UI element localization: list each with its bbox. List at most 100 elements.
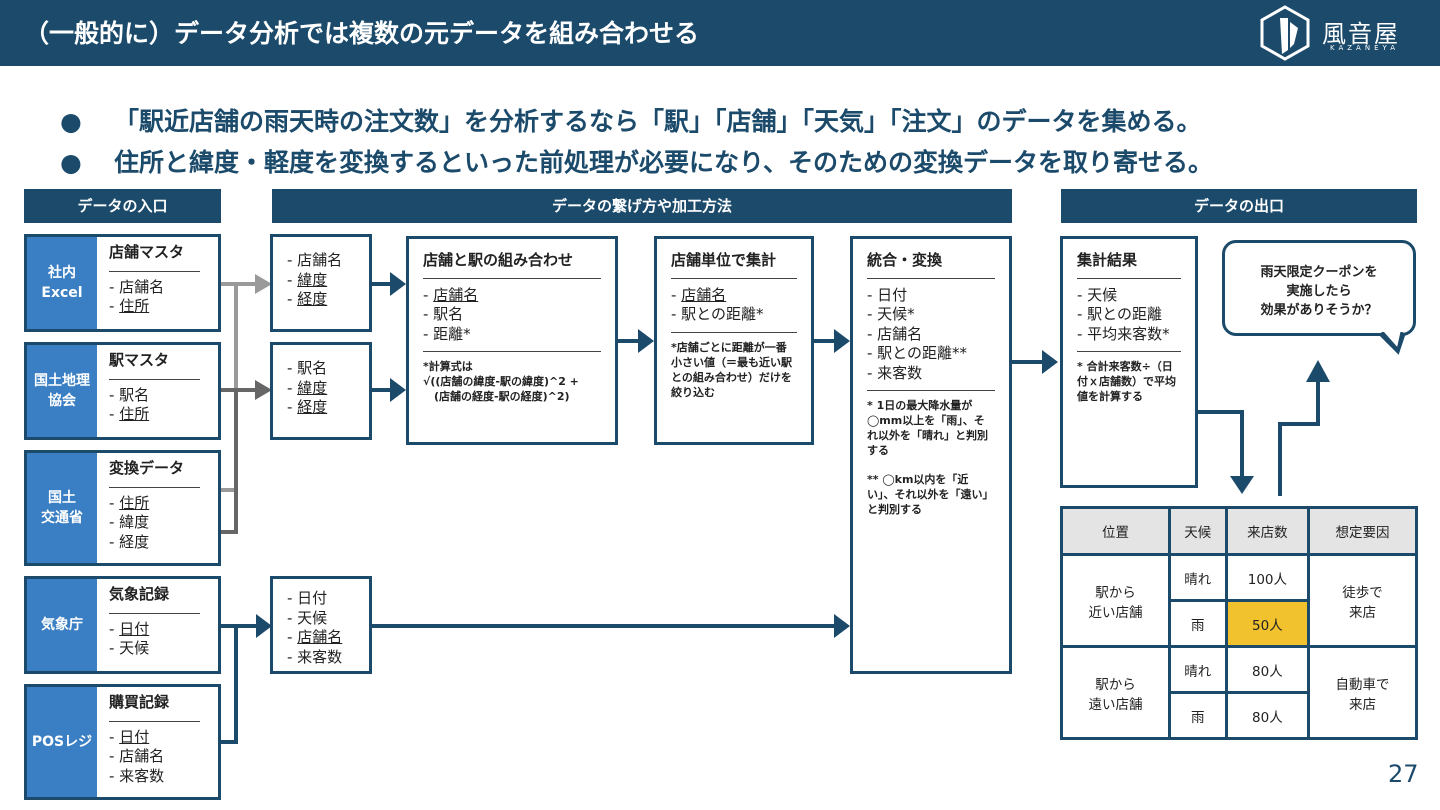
process-title: 統合・変換 xyxy=(867,251,943,269)
process-note: *計算式は√((店舗の緯度-駅の緯度)^2 + (店舗の経度-駅の経度)^2) xyxy=(423,360,579,403)
field: - 経度 xyxy=(109,532,150,551)
field: - 駅名 xyxy=(423,305,464,323)
header-bar xyxy=(0,0,1440,66)
weather-pos-connector xyxy=(221,614,272,744)
page-number: 27 xyxy=(1388,760,1419,788)
header-factor: 想定要因 xyxy=(1307,506,1418,556)
process-combination: 店舗と駅の組み合わせ - 店舗名 - 駅名 - 距離* *計算式は√((店舗の緯… xyxy=(406,236,618,445)
bullet-dot: ● xyxy=(60,107,82,136)
table-header-row: 位置 天候 来店数 想定要因 xyxy=(1060,506,1418,556)
result-box: 集計結果 - 天候 - 駅との距離 - 平均来客数* * 合計来客数÷（日付ｘ店… xyxy=(1060,236,1198,488)
field: - 駅との距離 xyxy=(1077,305,1163,323)
process-merge: 統合・変換 - 日付 - 天候* - 店舗名 - 駅との距離** - 来客数 *… xyxy=(850,236,1012,674)
field: - 日付 xyxy=(109,619,150,638)
source-geo-association: 国土地理協会 駅マスタ - 駅名 - 住所 xyxy=(24,342,221,440)
intermediate-store: - 店舗名 - 緯度 - 経度 xyxy=(270,234,372,332)
source-title: 駅マスタ xyxy=(109,351,170,369)
cell-factor: 自動車で来店 xyxy=(1307,645,1418,740)
field: - 店舗名 xyxy=(287,628,343,646)
result-title: 集計結果 xyxy=(1077,251,1138,269)
logo-subtext: KAZANEYA xyxy=(1330,44,1400,52)
field: - 日付 xyxy=(109,727,150,746)
source-mlit: 国土交通省 変換データ - 住所 - 緯度 - 経度 xyxy=(24,450,221,566)
field: - 店舗名 xyxy=(423,285,479,304)
cell-weather: 雨 xyxy=(1167,599,1228,648)
field: - 駅名 xyxy=(109,385,150,404)
source-title: 購買記録 xyxy=(109,693,170,711)
bullet-text: 「駅近店舗の雨天時の注文数」を分析するなら「駅」「店舗」「天気」「注文」のデータ… xyxy=(114,107,1202,136)
field: - 天候 xyxy=(287,608,328,627)
source-label: 国土地理協会 xyxy=(27,345,97,437)
intermediate-visits: - 日付 - 天候 - 店舗名 - 来客数 xyxy=(270,576,372,674)
cell-weather: 晴れ xyxy=(1167,645,1228,694)
process-title: 店舗と駅の組み合わせ xyxy=(423,251,574,269)
cell-count: 80人 xyxy=(1224,691,1311,740)
field: - 住所 xyxy=(109,405,150,423)
cell-count: 80人 xyxy=(1224,645,1311,694)
process-aggregate: 店舗単位で集計 - 店舗名 - 駅との距離* *店舗ごとに距離が一番小さい値（＝… xyxy=(654,236,814,445)
table-row: 雨 50人 xyxy=(1062,599,1417,648)
header-visits: 来店数 xyxy=(1224,506,1311,556)
kazaneya-logo-icon xyxy=(1260,5,1310,61)
result-note: * 合計来客数÷（日付ｘ店舗数）で平均値を計算する xyxy=(1077,360,1176,403)
store-latlng-connector xyxy=(221,274,272,492)
field: - 駅との距離** xyxy=(867,344,968,362)
field: - 日付 xyxy=(287,589,328,607)
bullet-text: 住所と緯度・軽度を変換するといった前処理が必要になり、そのための変換データを取り… xyxy=(114,148,1214,177)
cell-position: 駅から近い店舗 xyxy=(1060,553,1171,648)
source-jma: 気象庁 気象記録 - 日付 - 天候 xyxy=(24,576,221,674)
field: - 駅名 xyxy=(287,359,328,377)
bullet-dot: ● xyxy=(60,148,82,177)
field: - 店舗名 xyxy=(287,251,343,269)
field: - 住所 xyxy=(109,297,150,315)
source-label: POSレジ xyxy=(27,687,97,797)
result-table: 位置 天候 来店数 想定要因 駅から近い店舗 晴れ 100人 徒歩で来店 雨 5… xyxy=(1060,506,1418,740)
field: - 住所 xyxy=(109,493,150,512)
bullet-2: ● 住所と緯度・軽度を変換するといった前処理が必要になり、そのための変換データを取… xyxy=(60,143,1213,179)
field: - 店舗名 xyxy=(109,747,165,765)
field: - 日付 xyxy=(867,285,908,304)
field: - 駅との距離* xyxy=(671,305,764,323)
cell-count: 100人 xyxy=(1224,553,1311,602)
question-bubble: 雨天限定クーポンを実施したら効果がありそうか？ xyxy=(1222,240,1416,336)
field: - 天候 xyxy=(1077,285,1118,304)
station-latlng-connector xyxy=(221,380,272,534)
source-title: 気象記録 xyxy=(109,585,170,603)
header-position: 位置 xyxy=(1060,506,1171,556)
field: - 経度 xyxy=(287,398,328,416)
field: - 店舗名 xyxy=(109,277,165,296)
field: - 天候 xyxy=(109,639,150,657)
logo-text: 風音屋 xyxy=(1322,20,1400,48)
process-note: *店舗ごとに距離が一番小さい値（＝最も近い駅との組み合わせ）だけを絞り込む xyxy=(671,340,792,399)
arrow-table-to-bubble xyxy=(1278,380,1320,496)
process-title: 店舗単位で集計 xyxy=(671,251,777,269)
process-note: ** ◯km以内を「近い」、それ以外を「遠い」と判別する xyxy=(867,473,994,516)
section-process: データの繋げ方や加工方法 xyxy=(272,189,1012,223)
bubble-tail-cover xyxy=(1380,332,1404,354)
table-row: 雨 80人 xyxy=(1062,691,1417,740)
field: - 店舗名 xyxy=(671,285,727,304)
section-entry: データの入口 xyxy=(24,189,221,223)
field: - 経度 xyxy=(287,290,328,308)
field: - 天候* xyxy=(867,305,915,323)
bullet-1: ● 「駅近店舗の雨天時の注文数」を分析するなら「駅」「店舗」「天気」「注文」のデー… xyxy=(60,102,1202,138)
slide-title: （一般的に）データ分析では複数の元データを組み合わせる xyxy=(24,19,700,48)
header-weather: 天候 xyxy=(1167,506,1228,556)
arrow-result-to-table xyxy=(1198,410,1244,478)
field: - 緯度 xyxy=(287,378,328,397)
cell-weather: 雨 xyxy=(1167,691,1228,740)
field: - 店舗名 xyxy=(867,324,923,343)
section-exit: データの出口 xyxy=(1061,189,1417,223)
field: - 来客数 xyxy=(109,766,165,785)
source-label: 国土交通省 xyxy=(27,453,97,563)
table-row: 駅から遠い店舗 晴れ 80人 自動車で来店 xyxy=(1060,645,1418,740)
field: - 平均来客数* xyxy=(1077,324,1170,343)
table-row: 駅から近い店舗 晴れ 100人 徒歩で来店 xyxy=(1060,553,1418,648)
field: - 来客数 xyxy=(287,647,343,666)
field: - 距離* xyxy=(423,324,471,343)
source-title: 変換データ xyxy=(109,459,185,477)
intermediate-station: - 駅名 - 緯度 - 経度 xyxy=(270,342,372,440)
